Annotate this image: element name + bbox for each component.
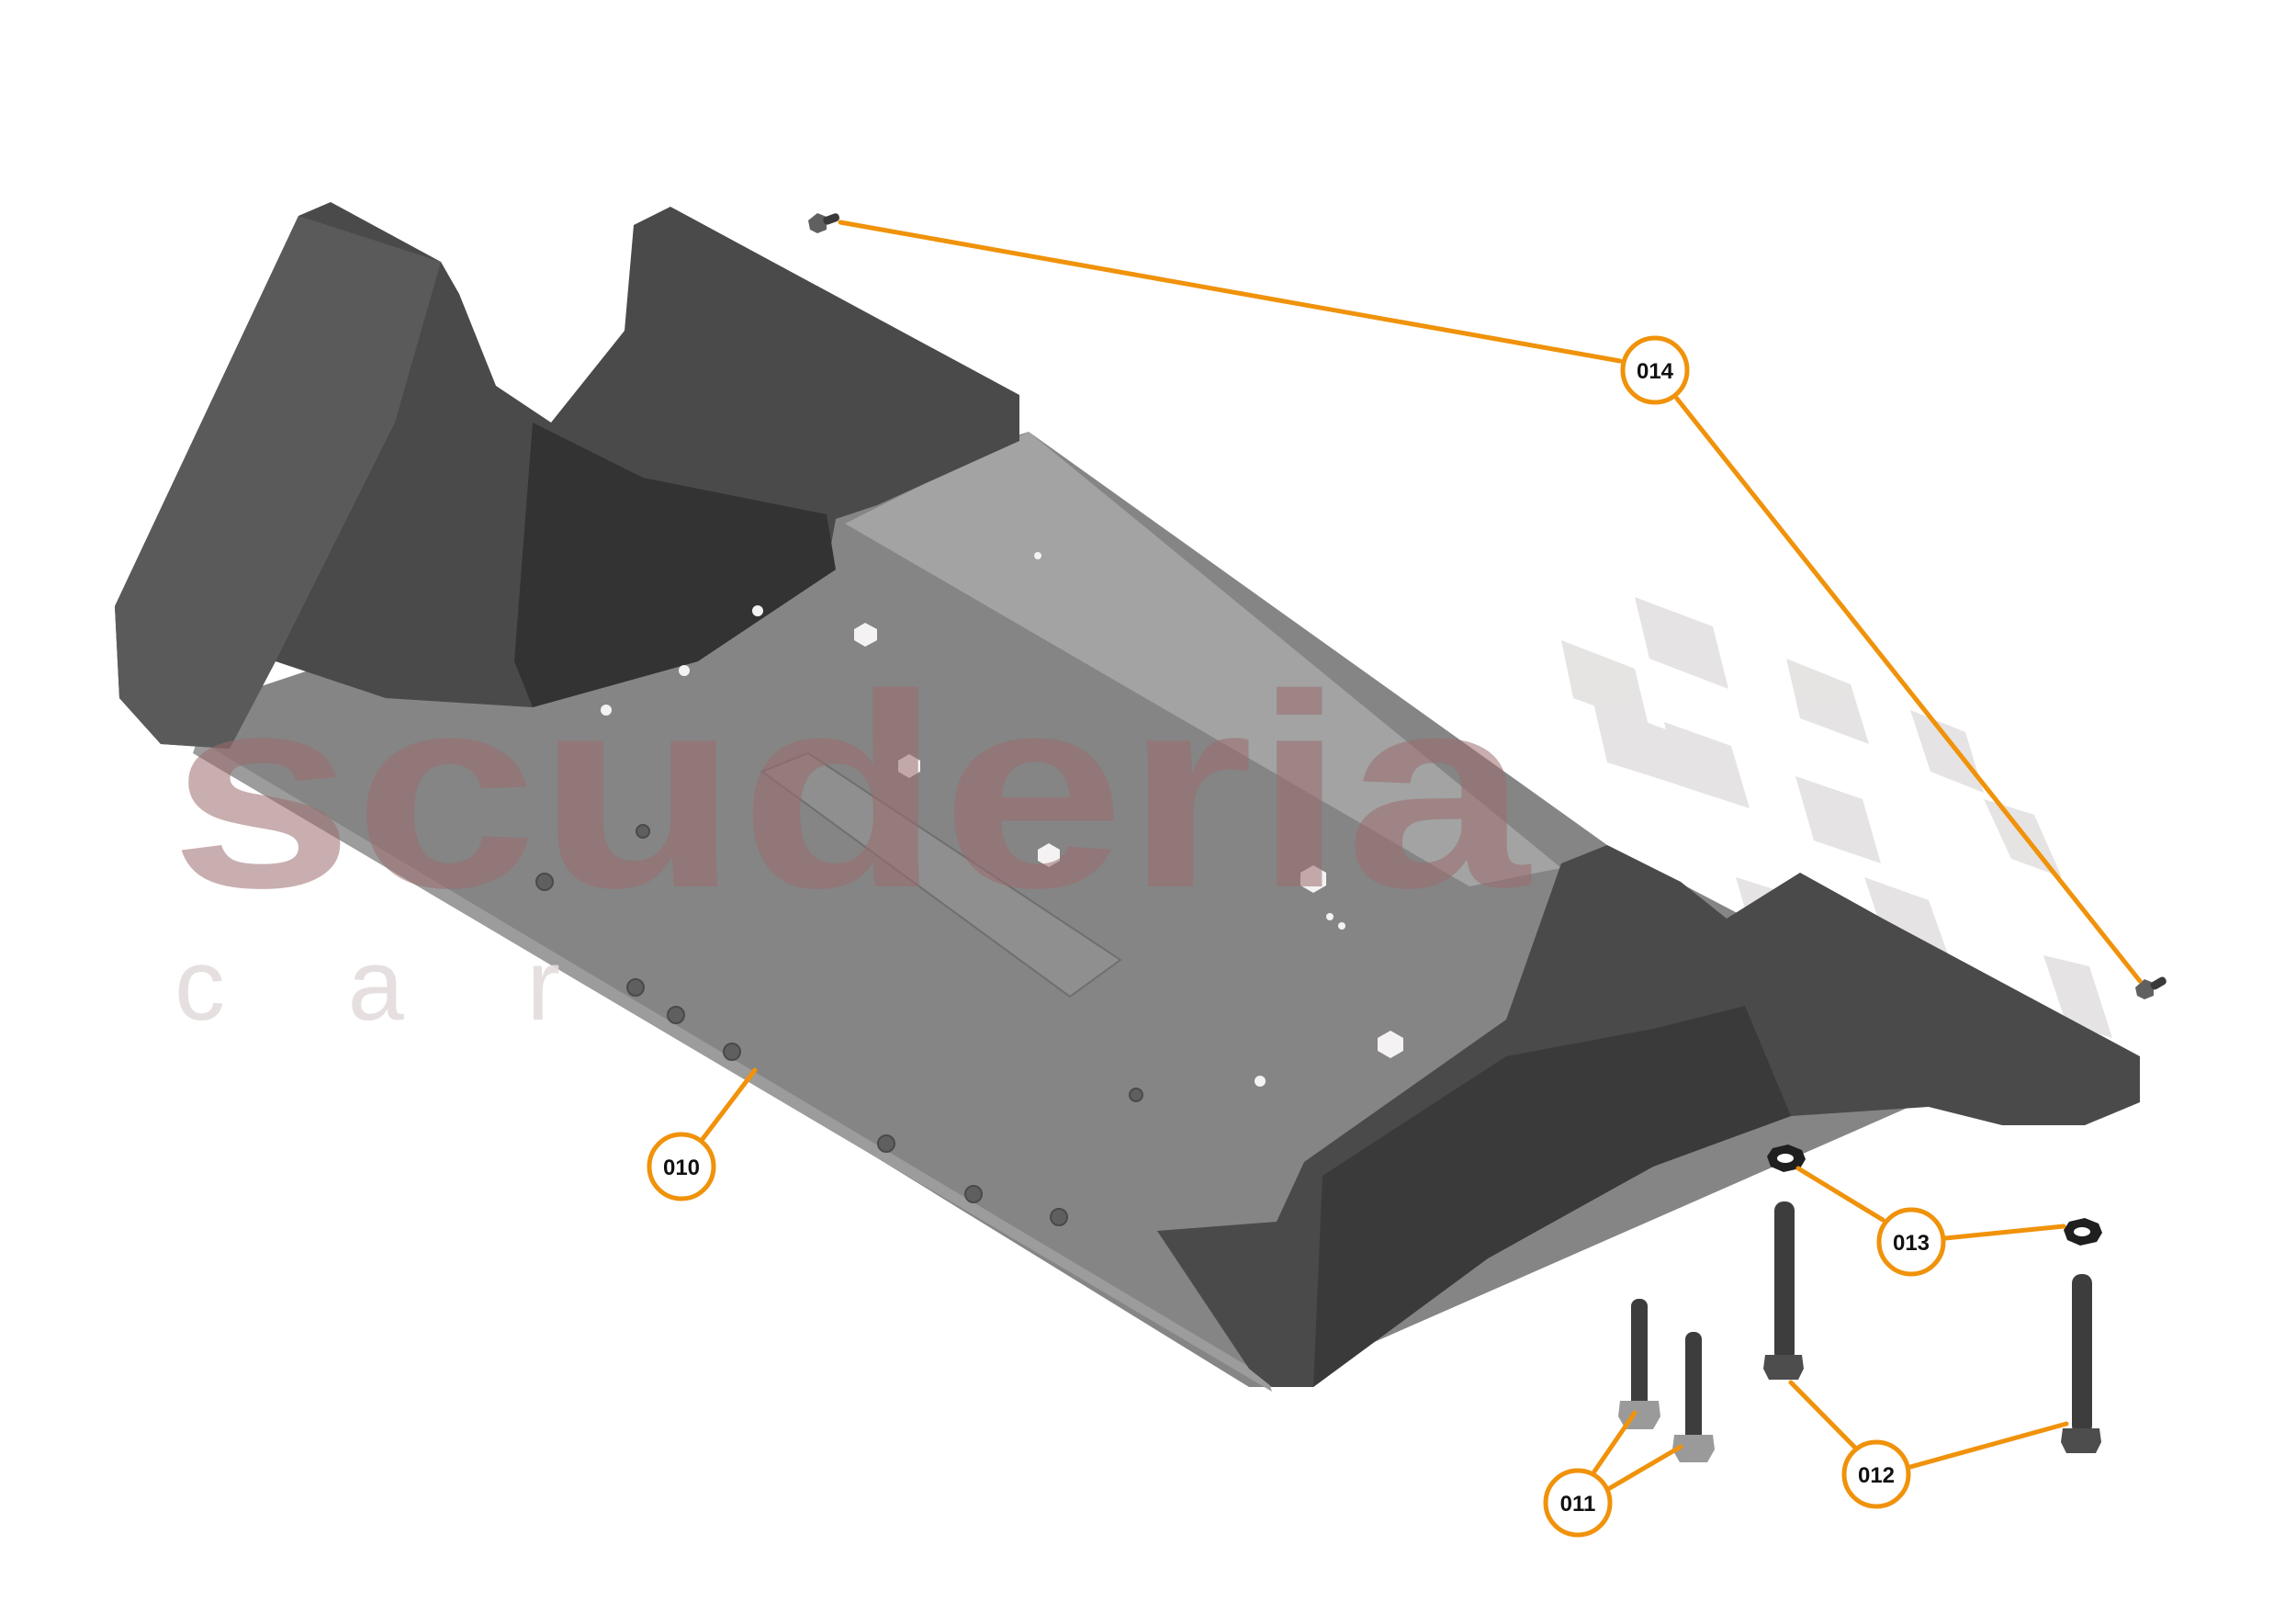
leader-012-b [1908,1421,2069,1470]
bolt-part-011 [1618,1299,1660,1429]
leader-lines [700,220,2143,1491]
left-mount-shadow [514,423,836,707]
bolt-part-014 [2135,976,2167,999]
left-mount-face [115,216,441,749]
subframe-assembly-part-010 [115,202,2140,1392]
leader-014-b [1674,396,2143,984]
watermark-main: scuderia [170,637,1531,945]
callout-label-010: 010 [663,1156,700,1180]
bolt-part-012 [1763,1201,1804,1380]
callout-label-012: 012 [1858,1463,1895,1488]
central-rib [845,432,1561,886]
leader-013-a [1795,1166,1885,1223]
right-mount-shadow [1313,1006,1791,1387]
washer-part-013 [1767,1145,1806,1172]
floor-plate-edge [193,739,1272,1392]
washer-part-013 [2064,1218,2102,1246]
callout-label-014: 014 [1637,359,1674,384]
callout-label-011: 011 [1560,1492,1596,1517]
callout-010[interactable]: 010 [647,1132,716,1201]
leader-013-b [1942,1224,2066,1241]
callout-011[interactable]: 011 [1543,1468,1613,1538]
watermark-sub: c a r [174,929,560,1042]
callout-013[interactable]: 013 [1876,1207,1946,1277]
leader-010 [700,1067,758,1142]
leader-011-a [1592,1410,1638,1474]
edge-bosses [535,824,1143,1226]
leader-011-b [1607,1444,1683,1491]
bolt-part-014 [808,213,840,233]
leader-014-a [838,220,1623,364]
callout-label-013: 013 [1893,1231,1930,1256]
inner-channel [760,751,1122,998]
bolt-part-012 [2061,1274,2101,1453]
plate-holes [601,552,1403,1087]
bolt-part-011 [1672,1332,1715,1462]
callout-012[interactable]: 012 [1841,1439,1911,1509]
leader-012-a [1788,1380,1858,1450]
callout-014[interactable]: 014 [1620,335,1690,405]
